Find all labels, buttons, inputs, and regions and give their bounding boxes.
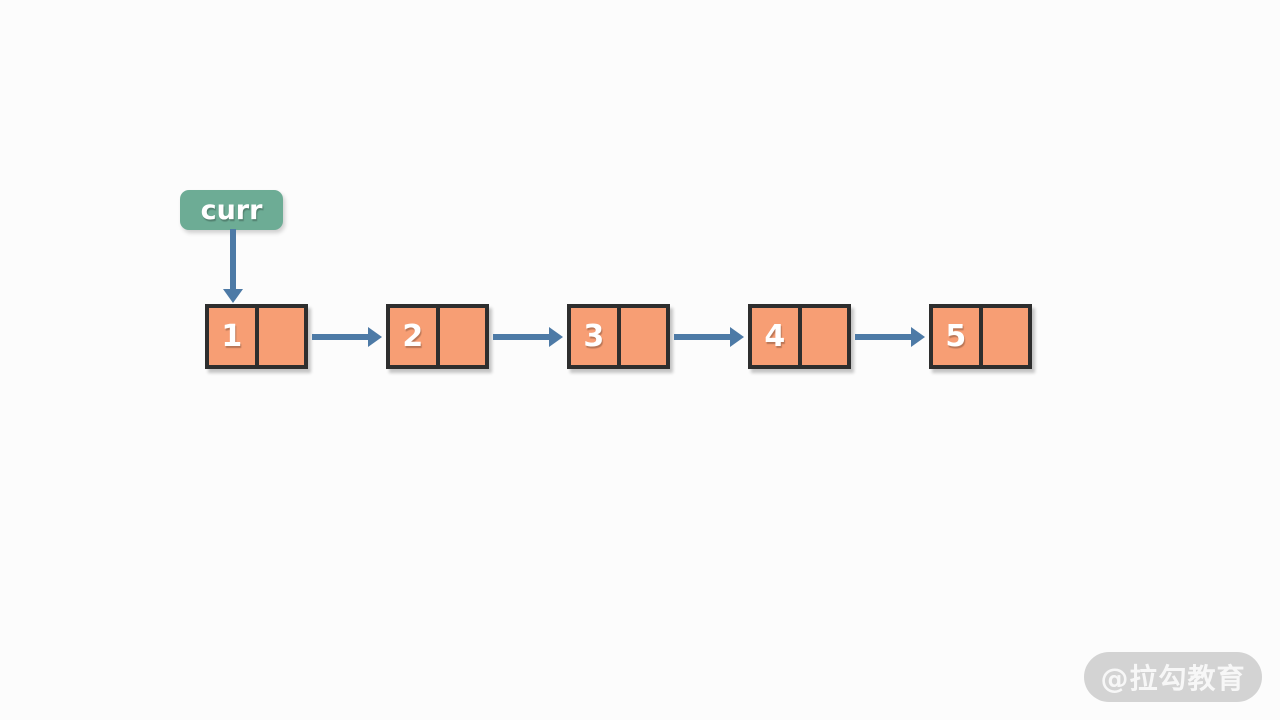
node-pointer-cell [801,308,847,365]
node-pointer-cell [258,308,304,365]
node-value-cell: 2 [390,308,436,365]
arrow-head [549,327,563,347]
arrow-right-icon [493,326,563,348]
node-value: 1 [221,319,243,354]
arrow-shaft [230,229,236,290]
list-node-5: 5 [929,304,1032,369]
arrow-shaft [493,334,551,340]
node-value-cell: 3 [571,308,617,365]
arrow-head [911,327,925,347]
node-value-cell: 4 [752,308,798,365]
node-value: 5 [945,319,967,354]
arrow-head [223,289,243,303]
node-pointer-cell [439,308,485,365]
node-value-cell: 1 [209,308,255,365]
list-node-2: 2 [386,304,489,369]
arrow-shaft [674,334,732,340]
arrow-shaft [855,334,913,340]
node-value-cell: 5 [933,308,979,365]
list-node-3: 3 [567,304,670,369]
arrow-right-icon [855,326,925,348]
arrow-head [730,327,744,347]
curr-pointer-text: curr [200,194,263,226]
curr-pointer-label: curr [180,190,283,230]
node-pointer-cell [982,308,1028,365]
arrow-right-icon [312,326,382,348]
node-value: 4 [764,319,786,354]
list-node-4: 4 [748,304,851,369]
arrow-head [368,327,382,347]
arrow-down-icon [222,229,244,303]
node-pointer-cell [620,308,666,365]
node-value: 2 [402,319,424,354]
list-node-1: 1 [205,304,308,369]
arrow-right-icon [674,326,744,348]
watermark-badge: @拉勾教育 [1084,652,1262,702]
watermark-text: @拉勾教育 [1100,662,1246,695]
node-value: 3 [583,319,605,354]
arrow-shaft [312,334,370,340]
